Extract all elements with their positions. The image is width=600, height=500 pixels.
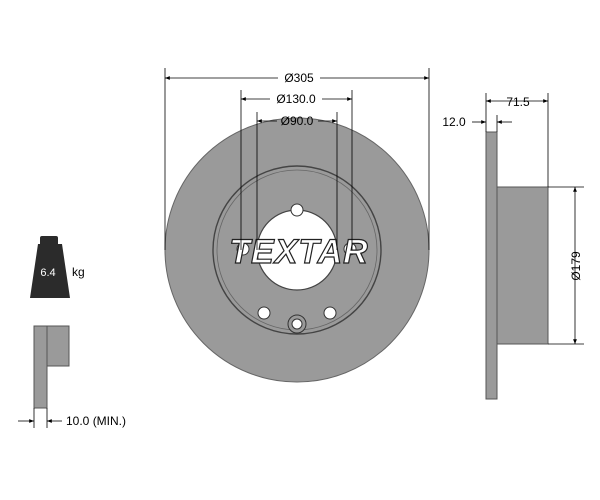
min-thickness-label: 10.0 (MIN.): [66, 414, 126, 428]
min-thickness-hat: [46, 325, 70, 367]
thickness-label: 12.0: [442, 115, 466, 129]
bolt-hole: [236, 242, 250, 256]
weight-icon: [30, 236, 70, 298]
disc-front-view: TEXTAR: [164, 117, 430, 383]
bolt-hole: [343, 242, 357, 256]
bolt-hole: [290, 203, 304, 217]
min-thickness-dimension: [18, 408, 62, 428]
center-bore-label: Ø90.0: [281, 114, 314, 128]
bolt-hole: [257, 306, 271, 320]
height-label: 71.5: [506, 95, 530, 109]
hub-diameter-label: Ø179: [569, 251, 583, 281]
side-friction-ring: [485, 131, 498, 400]
min-thickness-diagram: [33, 325, 70, 409]
outer-diameter-label: Ø305: [284, 71, 314, 85]
disc-side-view: [485, 131, 549, 400]
brand-logo: TEXTAR: [229, 233, 368, 271]
locating-hole: [291, 318, 303, 330]
side-dimensions: [472, 93, 584, 345]
weight-value: 6.4: [40, 267, 55, 279]
front-dimensions: [164, 68, 430, 250]
min-thickness-ring: [33, 325, 48, 409]
bolt-circle-label: Ø130.0: [276, 92, 316, 106]
bolt-hole: [323, 306, 337, 320]
weight-unit: kg: [72, 265, 85, 279]
